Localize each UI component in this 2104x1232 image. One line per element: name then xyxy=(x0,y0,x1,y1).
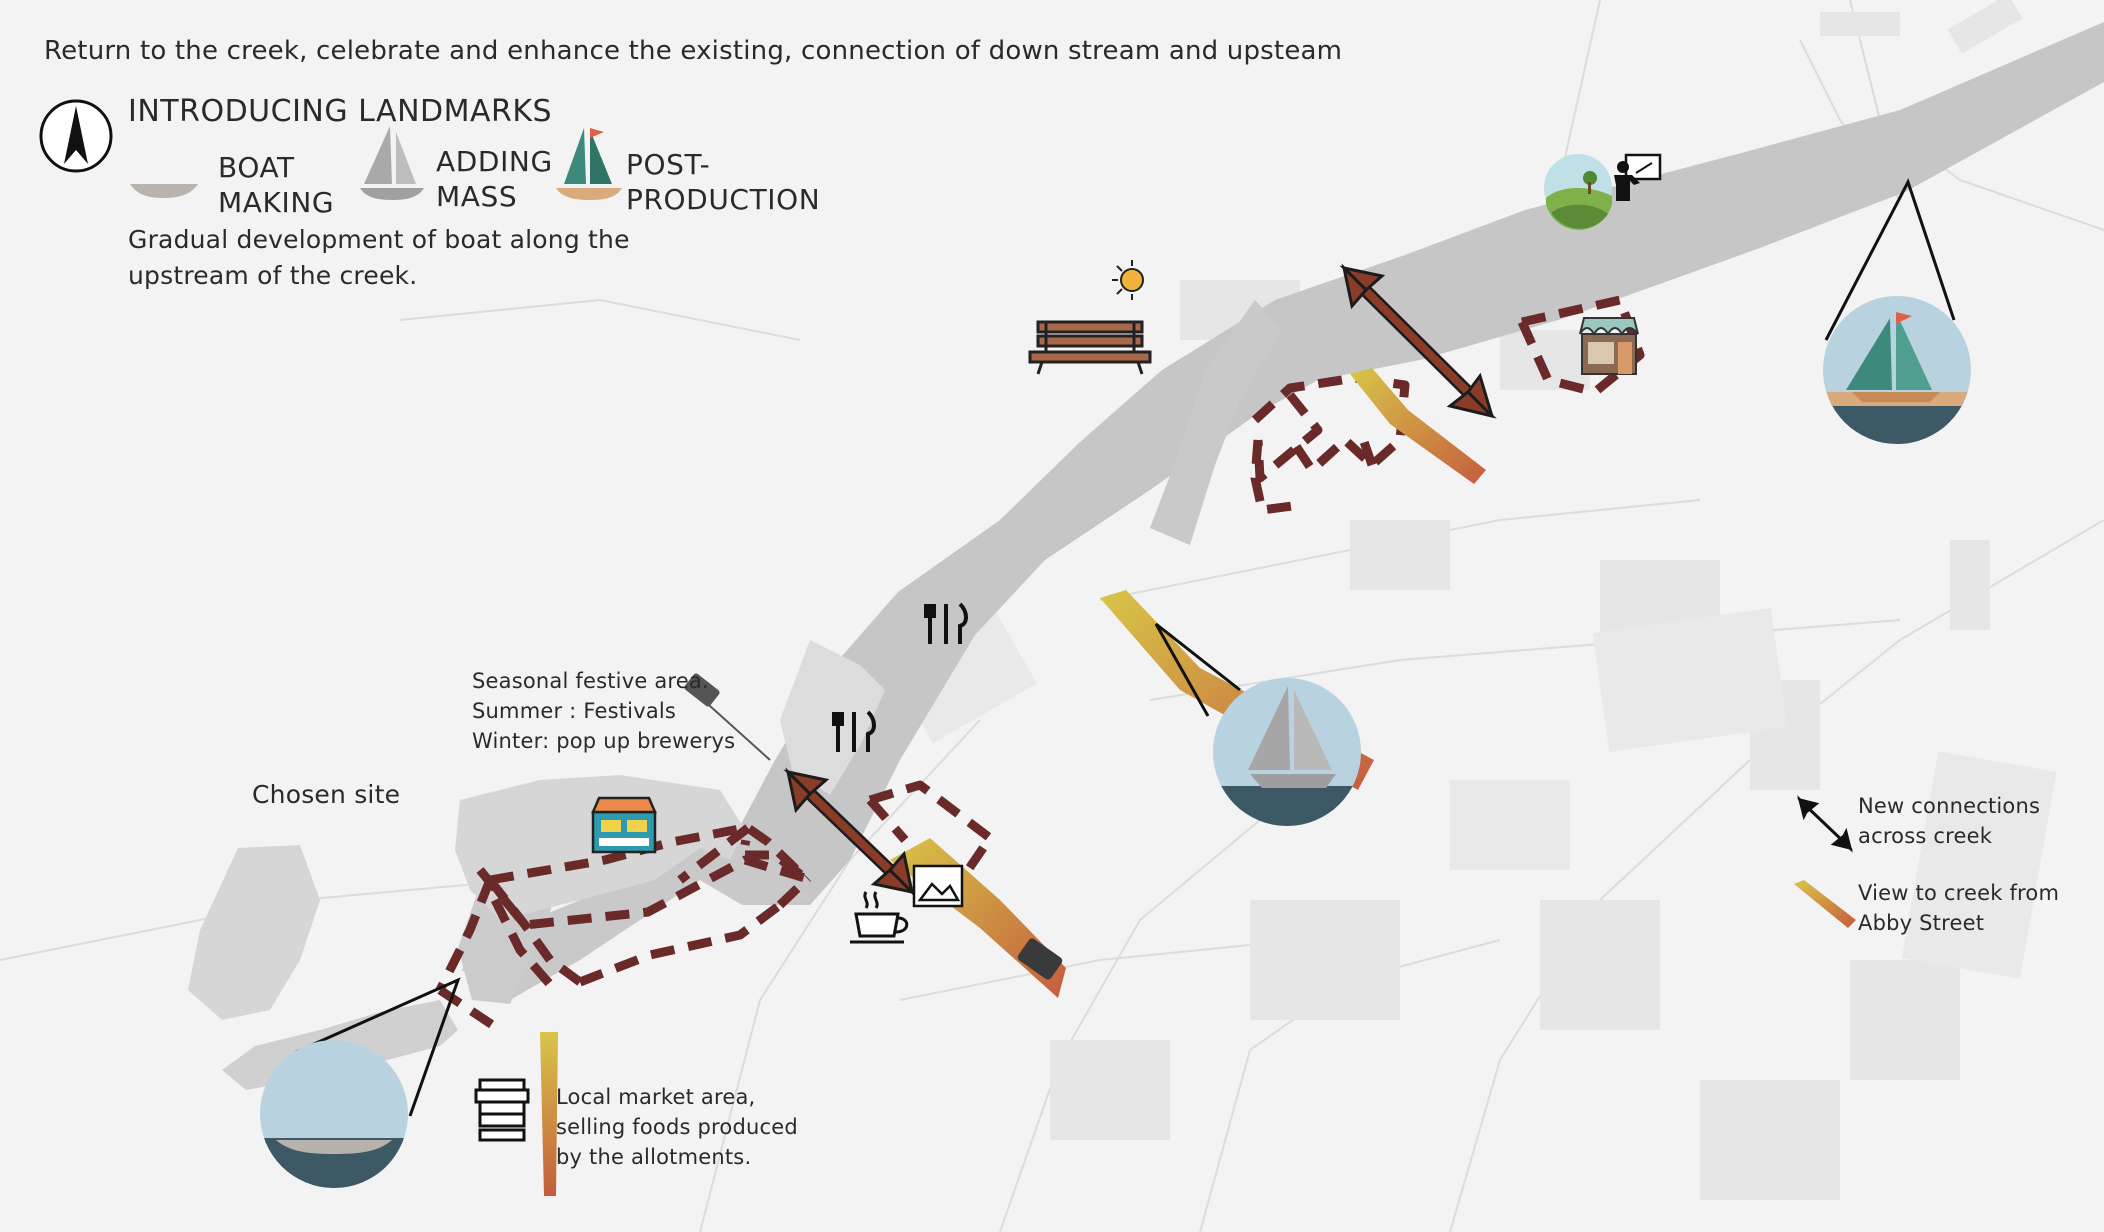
post-production-line1: POST- xyxy=(626,148,711,181)
boat-making-line1: BOAT xyxy=(218,151,295,184)
legend-title: INTRODUCING LANDMARKS xyxy=(128,94,553,129)
connections-line2: across creek xyxy=(1858,824,1993,848)
view-line2: Abby Street xyxy=(1858,911,1985,935)
festive-line3: Winter: pop up brewerys xyxy=(472,729,736,753)
market-line3: by the allotments. xyxy=(556,1145,752,1169)
market-line2: selling foods produced xyxy=(556,1115,798,1139)
adding-mass-line2: MASS xyxy=(436,180,518,213)
festive-line1: Seasonal festive area. xyxy=(472,669,709,693)
post-production-label: POST- PRODUCTION xyxy=(626,147,820,217)
boat-making-line2: MAKING xyxy=(218,186,335,219)
north-arrow-icon xyxy=(39,99,113,173)
boat-making-label: BOAT MAKING xyxy=(218,150,334,220)
adding-mass-label: ADDING MASS xyxy=(436,144,553,214)
chosen-site-label: Chosen site xyxy=(252,780,401,809)
connections-line1: New connections xyxy=(1858,794,2041,818)
market-stall-icon xyxy=(591,796,657,854)
boat-hull-icon xyxy=(130,184,198,198)
adding-mass-line1: ADDING xyxy=(436,145,553,178)
grey-sailboat-icon xyxy=(360,126,424,200)
sun-icon xyxy=(1112,260,1144,300)
gradual-development-text: Gradual development of boat along the up… xyxy=(128,225,630,290)
landscape-icon xyxy=(1544,154,1612,230)
teal-sailboat-icon xyxy=(556,128,622,200)
shop-icon xyxy=(1579,317,1639,375)
market-line1: Local market area, xyxy=(556,1085,756,1109)
festive-area-note: Seasonal festive area. Summer : Festival… xyxy=(472,666,735,756)
festive-line2: Summer : Festivals xyxy=(472,699,677,723)
market-booth-icon xyxy=(474,1078,530,1142)
teacher-icon xyxy=(1614,153,1662,201)
post-production-line2: PRODUCTION xyxy=(626,183,821,216)
landmark-circle-adding-mass xyxy=(1154,622,1361,826)
bench-icon xyxy=(1028,320,1152,375)
view-legend-label: View to creek from Abby Street xyxy=(1858,878,2059,938)
connection-arrows xyxy=(783,263,1497,897)
new-connection-legend-icon xyxy=(1797,795,1853,853)
connections-legend-label: New connections across creek xyxy=(1858,791,2040,851)
cutlery-icon xyxy=(924,602,968,644)
intro-text: Return to the creek, celebrate and enhan… xyxy=(44,36,1343,66)
picture-frame-icon xyxy=(912,864,964,908)
local-market-note: Local market area, selling foods produce… xyxy=(556,1082,798,1172)
view-legend-icon xyxy=(1794,880,1856,928)
view-line1: View to creek from xyxy=(1858,881,2060,905)
coffee-cup-icon xyxy=(850,891,909,944)
cutlery-icon xyxy=(832,710,876,752)
chosen-site-outline xyxy=(435,823,812,1034)
